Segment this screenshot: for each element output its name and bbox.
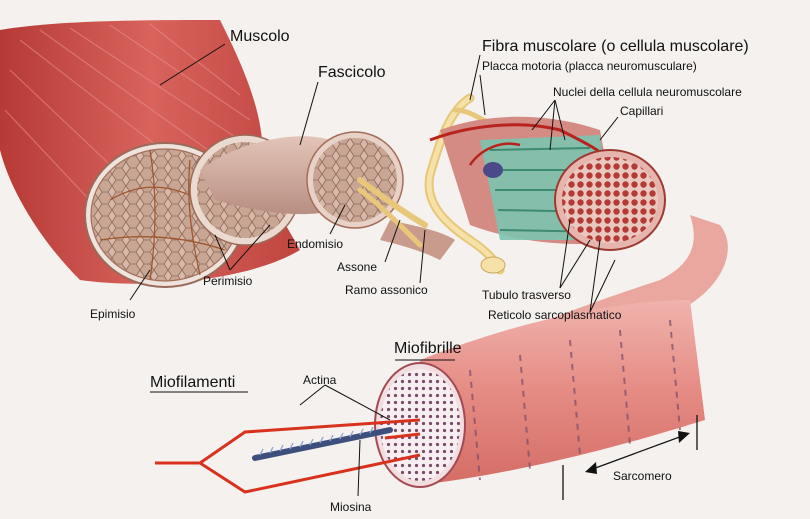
label-miosina: Miosina	[330, 500, 372, 514]
label-placca-motoria: Placca motoria (placca neuromusculare)	[482, 59, 697, 73]
myofibril-tube	[420, 215, 728, 485]
label-fibra-muscolare: Fibra muscolare (o cellula muscolare)	[482, 38, 749, 55]
label-reticolo: Reticolo sarcoplasmatico	[488, 308, 622, 322]
label-miofibrille: Miofibrille	[394, 340, 462, 357]
label-capillari: Capillari	[620, 104, 663, 118]
label-tubulo-trasverso: Tubulo trasverso	[482, 288, 571, 302]
label-miofilamenti: Miofilamenti	[150, 374, 235, 391]
label-epimisio: Epimisio	[90, 307, 136, 321]
label-perimisio: Perimisio	[203, 274, 253, 288]
myofibril-cross-section	[375, 363, 465, 487]
fiber-end-section	[555, 150, 665, 250]
label-assone: Assone	[337, 260, 377, 274]
label-muscolo: Muscolo	[230, 28, 290, 45]
label-nuclei: Nuclei della cellula neuromuscolare	[553, 85, 742, 99]
label-sarcomero: Sarcomero	[613, 469, 672, 483]
label-ramo-assonico: Ramo assonico	[345, 283, 428, 297]
label-fascicolo: Fascicolo	[318, 64, 386, 81]
label-endomisio: Endomisio	[287, 237, 343, 251]
label-actina: Actina	[303, 373, 337, 387]
